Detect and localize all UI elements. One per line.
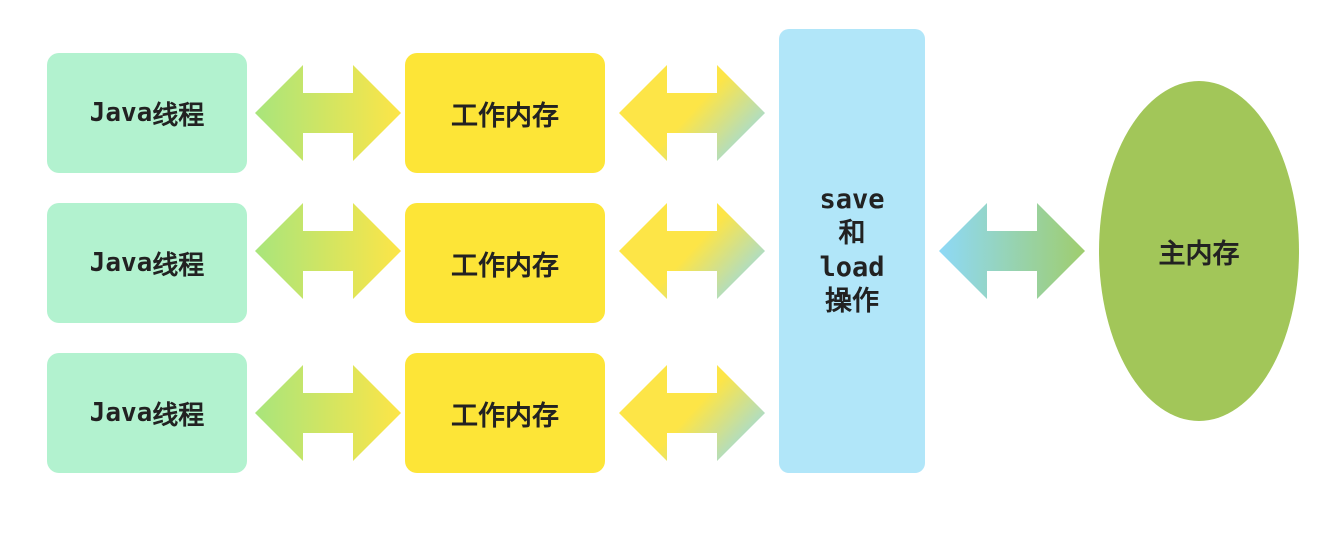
working-memory-label: 工作内存	[451, 250, 559, 282]
working-memory-box-2: 工作内存	[405, 203, 605, 323]
load-label: load	[819, 252, 885, 283]
java-thread-label-cjk: 线程	[152, 100, 205, 131]
and-label: 和	[838, 218, 866, 249]
java-thread-label-latin: Java	[89, 248, 153, 278]
working-memory-save-load-arrow-2	[619, 203, 765, 299]
thread-working-memory-arrow-2	[255, 203, 401, 299]
save-load-box: save 和 load 操作	[779, 29, 925, 473]
java-thread-label-latin: Java	[89, 98, 153, 128]
java-thread-label-cjk: 线程	[152, 250, 205, 281]
operation-label: 操作	[825, 286, 879, 317]
save-label: save	[819, 184, 885, 215]
thread-working-memory-arrow-3	[255, 365, 401, 461]
working-memory-save-load-arrow-3	[619, 365, 765, 461]
working-memory-box-3: 工作内存	[405, 353, 605, 473]
java-thread-label-cjk: 线程	[152, 400, 205, 431]
main-memory-label: 主内存	[1158, 238, 1240, 270]
working-memory-save-load-arrow-1	[619, 65, 765, 161]
thread-working-memory-arrow-1	[255, 65, 401, 161]
save-load-main-memory-arrow	[939, 203, 1085, 299]
main-memory-ellipse: 主内存	[1099, 81, 1299, 421]
working-memory-label: 工作内存	[451, 400, 559, 432]
working-memory-label: 工作内存	[451, 100, 559, 132]
working-memory-box-1: 工作内存	[405, 53, 605, 173]
java-thread-label-latin: Java	[89, 398, 153, 428]
